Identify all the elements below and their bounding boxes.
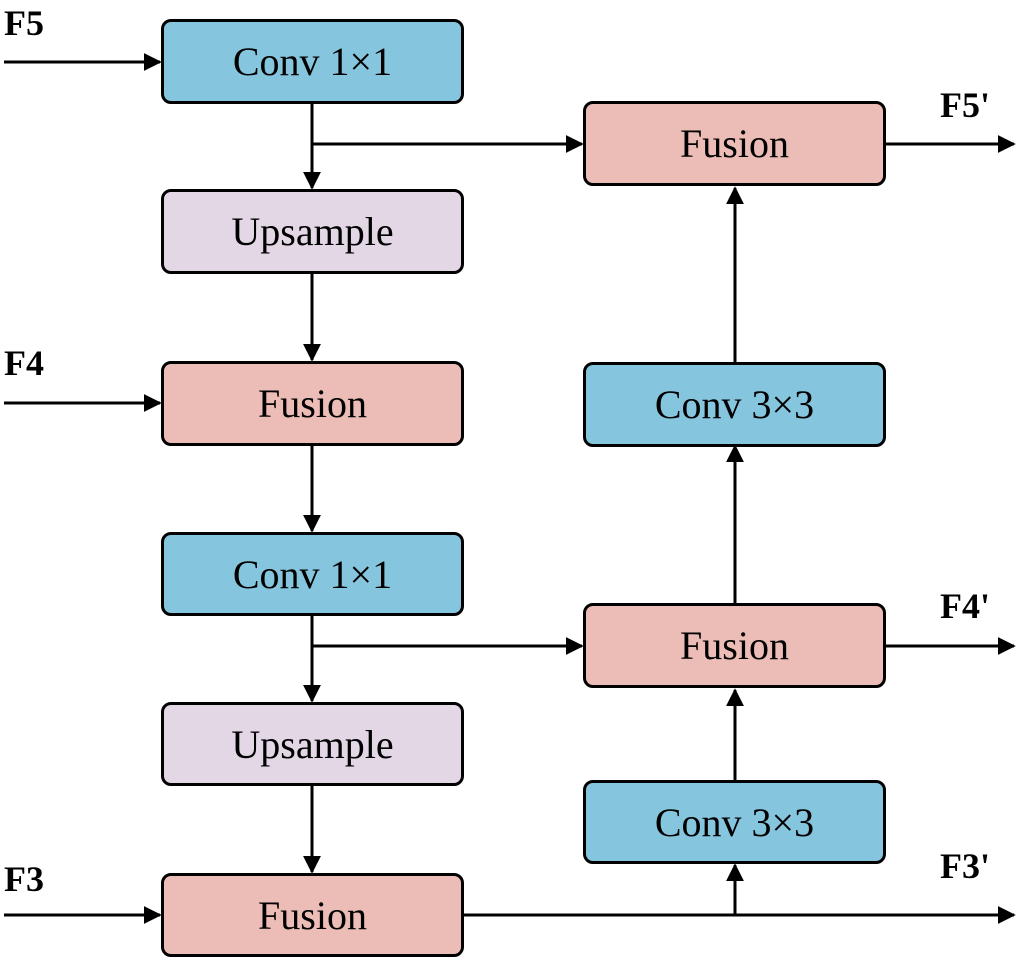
conv1x1-top-node: Conv 1×1 <box>161 19 464 104</box>
upsample-top-node: Upsample <box>161 189 464 274</box>
fusion-mid-node: Fusion <box>583 603 886 688</box>
fusion-top-node: Fusion <box>583 101 886 186</box>
output-label-f3: F3' <box>940 846 990 886</box>
output-label-f5: F5' <box>940 85 990 125</box>
input-label-f3: F3 <box>4 859 44 899</box>
conv3x3-top-label: Conv 3×3 <box>654 382 815 427</box>
upsample-bottom-node: Upsample <box>161 702 464 786</box>
conv3x3-bottom-label: Conv 3×3 <box>654 799 815 845</box>
input-label-f4: F4 <box>4 343 44 383</box>
output-label-f4: F4' <box>940 586 990 626</box>
upsample-bottom-label: Upsample <box>231 721 394 767</box>
fusion-f3-label: Fusion <box>258 892 367 938</box>
fusion-top-label: Fusion <box>680 121 789 166</box>
input-label-f5: F5 <box>4 3 44 43</box>
conv3x3-top-node: Conv 3×3 <box>583 362 886 447</box>
conv1x1-mid-node: Conv 1×1 <box>161 532 464 616</box>
fusion-f4-node: Fusion <box>161 361 464 446</box>
fusion-f4-label: Fusion <box>258 381 367 426</box>
conv3x3-bottom-node: Conv 3×3 <box>583 780 886 864</box>
upsample-top-label: Upsample <box>231 209 394 254</box>
conv1x1-top-label: Conv 1×1 <box>232 39 393 84</box>
fusion-mid-label: Fusion <box>680 623 789 668</box>
fusion-f3-node: Fusion <box>161 873 464 957</box>
conv1x1-mid-label: Conv 1×1 <box>232 551 393 597</box>
